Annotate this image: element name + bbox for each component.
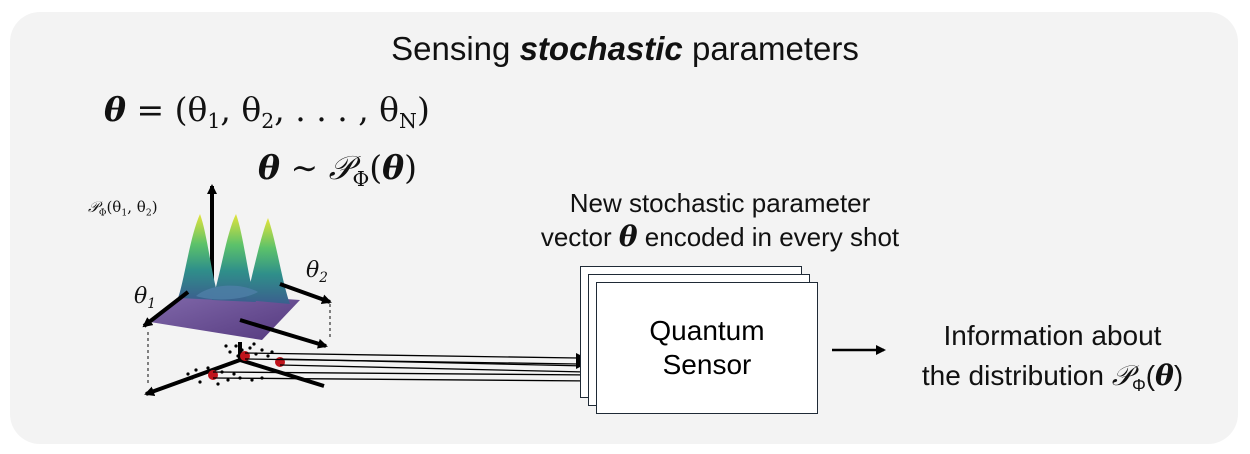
eq1-theta-bold: θ [104,90,127,129]
title-emphasis: stochastic [519,30,683,67]
distribution-hump [196,285,258,300]
prob-sub: Φ [98,207,107,219]
figure-title: Sensing stochastic parameters [0,30,1250,68]
theta-vector-equation: θ = (θ1, θ2, . . . , θN) [104,90,430,133]
theta-distribution-equation: θ ∼ 𝒫Φ(θ) [258,148,417,192]
eq1-subN: N [399,109,417,134]
caption-line2-suffix: encoded in every shot [637,222,900,252]
eq1-mid1: , θ [220,90,262,129]
eq2-P: 𝒫 [328,148,353,187]
distribution-peak-1 [178,214,220,300]
eq2-sub: Φ [352,167,370,192]
sensor-label-line2: Sensor [662,349,752,380]
eq1-mid2: , . . . , θ [274,90,400,129]
prob-P: 𝒫 [88,198,99,216]
eq1-sub2: 2 [261,109,275,134]
output-line1: Information about [943,320,1162,351]
theta2-symbol: θ [306,258,320,283]
caption-line1: New stochastic parameter [569,188,871,218]
quantum-sensor-box: Quantum Sensor [596,282,818,414]
output-theta: θ [1155,359,1174,392]
shot-caption: New stochastic parameter vector θ encode… [505,186,935,254]
sample-to-sensor-arrow-1 [244,352,592,369]
theta1-axis-arrow [142,290,190,328]
title-suffix: parameters [682,30,859,67]
depth-axis-arrow [239,318,328,349]
eq1-close: ) [416,90,430,129]
caption-theta: θ [618,220,638,253]
eq1-rhs-open: = (θ [126,90,208,129]
theta1-sub: 1 [147,295,156,312]
output-line2: the distribution 𝒫Φ(θ) [921,359,1184,396]
title-prefix: Sensing [391,30,520,67]
theta1-symbol: θ [134,284,148,309]
eq2-theta-bold: θ [258,148,281,187]
caption-line2-prefix: vector [540,222,619,252]
eq1-sub1: 1 [207,109,221,134]
theta2-axis-label: θ2 [306,258,328,286]
prob-sub1: 1 [121,207,128,219]
theta1-axis-label: θ1 [134,284,156,312]
distribution-peak-3 [246,218,290,304]
theta2-sub: 2 [319,269,328,286]
output-description: Information about the distribution 𝒫Φ(θ) [880,316,1225,405]
probability-axis-label: 𝒫Φ(θ1, θ2) [88,198,158,218]
output-sub: Φ [1131,375,1146,396]
eq2-arg: θ [382,148,405,187]
sample-to-sensor-arrow-3 [212,370,606,386]
output-P: 𝒫 [1111,359,1132,392]
sensor-label-line1: Quantum [649,315,765,346]
caption-line2: vector θ encoded in every shot [505,220,935,254]
output-line2-prefix: the distribution [921,360,1112,391]
theta2-axis-arrow [279,282,332,304]
distribution-peak-2 [212,214,256,302]
prob-mid: , θ [127,198,146,216]
eq2-sim: ∼ [280,148,329,187]
prob-sub2: 2 [145,207,152,219]
prob-end: ) [151,198,158,216]
prob-args: (θ [106,198,122,216]
